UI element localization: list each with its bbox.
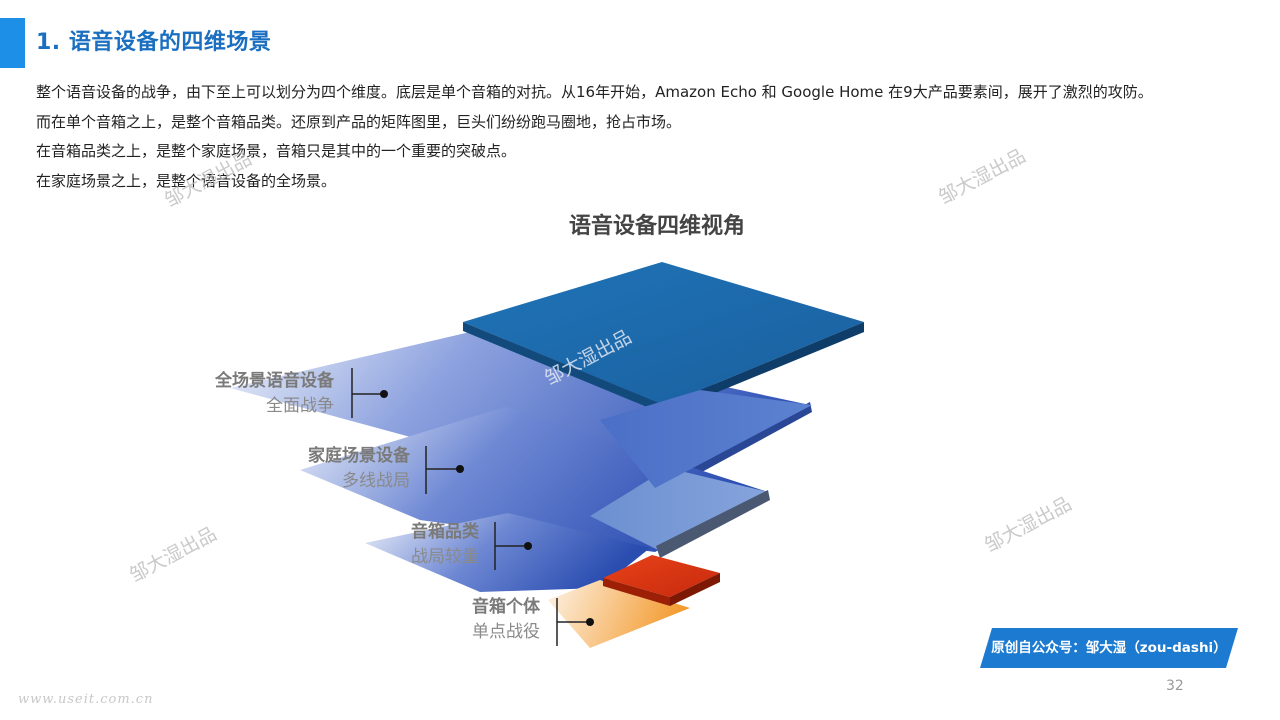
layer-label-home-scene: 家庭场景设备 多线战局 xyxy=(308,444,410,494)
page-number: 32 xyxy=(1166,678,1184,694)
source-badge-label: 原创自公众号：邹大湿（zou-dashi） xyxy=(991,640,1227,656)
intro-text: 整个语音设备的战争，由下至上可以划分为四个维度。底层是单个音箱的对抗。从16年开… xyxy=(36,78,1256,196)
intro-line: 在音箱品类之上，是整个家庭场景，音箱只是其中的一个重要的突破点。 xyxy=(36,142,517,160)
intro-line: 在家庭场景之上，是整个语音设备的全场景。 xyxy=(36,171,337,190)
leader-full-scene xyxy=(351,368,388,418)
layer-name: 全场景语音设备 xyxy=(215,371,334,391)
leader-home-scene xyxy=(425,446,464,494)
source-badge: 原创自公众号：邹大湿（zou-dashi） xyxy=(980,628,1238,668)
page-title: 1. 语音设备的四维场景 xyxy=(36,30,272,55)
layer-label-speaker-category: 音箱品类 战局较量 xyxy=(411,520,479,570)
layer-sub: 战局较量 xyxy=(411,547,479,567)
layer-sub: 单点战役 xyxy=(472,622,540,642)
layer-second-slab xyxy=(600,390,812,488)
title-accent-bar xyxy=(0,18,25,68)
single-speaker-block-top xyxy=(603,555,720,597)
layer-name: 音箱品类 xyxy=(411,522,479,542)
layer-speaker-category-top xyxy=(365,513,650,592)
single-speaker-block-right xyxy=(670,573,720,606)
layer-home-scene-slab xyxy=(590,468,768,550)
intro-line: 整个语音设备的战争，由下至上可以划分为四个维度。底层是单个音箱的对抗。从16年开… xyxy=(36,83,1153,101)
layer-top-slab-top xyxy=(463,262,864,405)
single-speaker-block-side xyxy=(603,578,670,606)
leader-speaker-category xyxy=(494,522,532,570)
layer-name: 音箱个体 xyxy=(472,597,540,617)
layer-sub: 全面战争 xyxy=(266,396,334,416)
layer-label-full-scene: 全场景语音设备 全面战争 xyxy=(215,369,334,419)
layer-sub: 多线战局 xyxy=(342,471,410,491)
layer-home-scene-edge xyxy=(656,490,770,558)
layer-top-slab-front xyxy=(463,322,664,414)
site-watermark: www.useit.com.cn xyxy=(18,692,154,707)
intro-line: 而在单个音箱之上，是整个音箱品类。还原到产品的矩阵图里，巨头们纷纷跑马圈地，抢占… xyxy=(36,112,682,131)
diagram-title: 语音设备四维视角 xyxy=(568,214,745,239)
layer-name: 家庭场景设备 xyxy=(308,446,410,466)
leader-single-speaker xyxy=(556,598,594,646)
layer-top-slab-right xyxy=(664,322,864,414)
layer-label-single-speaker: 音箱个体 单点战役 xyxy=(472,595,540,645)
